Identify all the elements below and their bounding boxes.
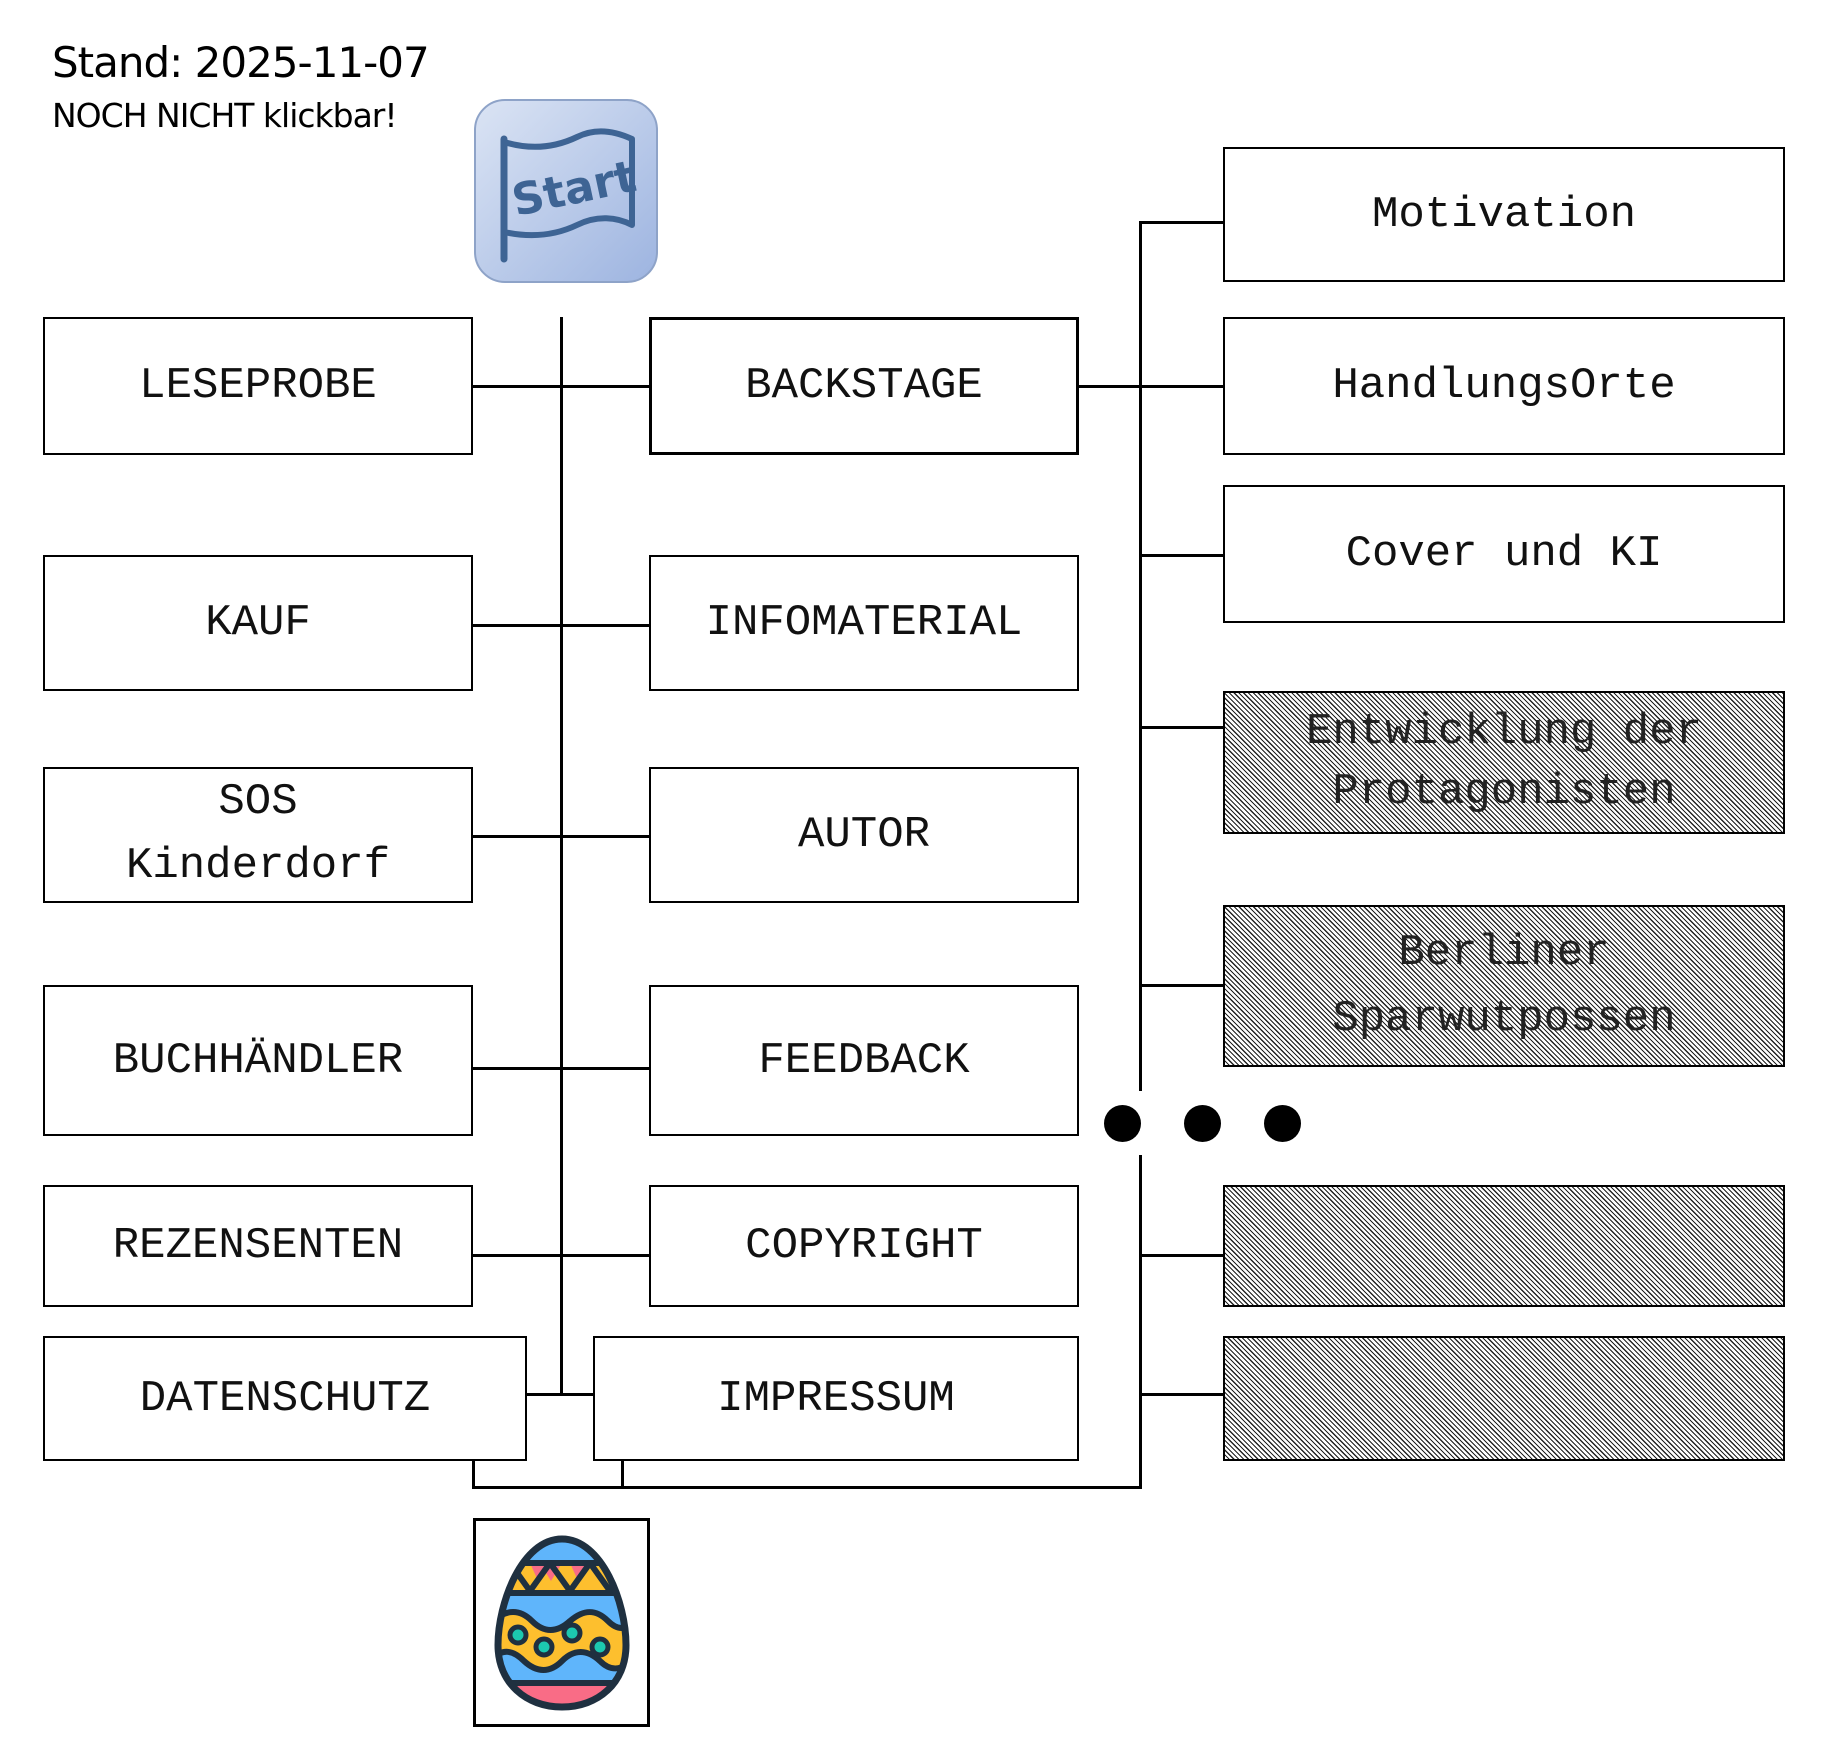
connector-cover bbox=[1139, 554, 1223, 557]
nav-box-placeholder-2 bbox=[1223, 1336, 1785, 1461]
bottom-drop-left bbox=[472, 1461, 475, 1488]
nav-box-berliner-sparwutpossen: Berliner Sparwutpossen bbox=[1223, 905, 1785, 1067]
nav-box-label: INFOMATERIAL bbox=[705, 598, 1023, 648]
nav-box-label: IMPRESSUM bbox=[717, 1373, 955, 1424]
nav-box-label: BUCHHÄNDLER bbox=[112, 1035, 404, 1086]
not-clickable-notice: NOCH NICHT klickbar! bbox=[52, 96, 398, 135]
connector-buchhaendler-feedback bbox=[473, 1067, 649, 1070]
nav-box-label: HandlungsOrte bbox=[1332, 361, 1676, 411]
ellipsis-dot-icon bbox=[1264, 1105, 1301, 1142]
nav-box-label: Motivation bbox=[1371, 189, 1637, 240]
nav-box-label: Berliner Sparwutpossen bbox=[1332, 928, 1676, 1044]
nav-box-label: DATENSCHUTZ bbox=[139, 1373, 431, 1424]
nav-box-label: SOS Kinderdorf bbox=[125, 777, 391, 891]
nav-box-datenschutz[interactable]: DATENSCHUTZ bbox=[43, 1336, 527, 1461]
connector-leseprobe-backstage bbox=[473, 385, 649, 388]
main-bus-line bbox=[560, 317, 563, 1396]
nav-box-label: LESEPROBE bbox=[139, 361, 377, 411]
nav-box-feedback[interactable]: FEEDBACK bbox=[649, 985, 1079, 1136]
connector-empty-1 bbox=[1139, 1254, 1223, 1257]
easter-egg-icon bbox=[493, 1534, 630, 1711]
easter-egg-button[interactable] bbox=[473, 1518, 650, 1727]
backstage-bus-line-upper bbox=[1139, 221, 1142, 1091]
nav-box-placeholder-1 bbox=[1223, 1185, 1785, 1307]
nav-box-label: BACKSTAGE bbox=[745, 361, 983, 411]
nav-box-infomaterial[interactable]: INFOMATERIAL bbox=[649, 555, 1079, 691]
connector-entwicklung bbox=[1139, 726, 1223, 729]
connector-kauf-infomaterial bbox=[473, 624, 649, 627]
nav-box-handlungsorte[interactable]: HandlungsOrte bbox=[1223, 317, 1785, 455]
nav-box-copyright[interactable]: COPYRIGHT bbox=[649, 1185, 1079, 1307]
nav-box-label: KAUF bbox=[205, 598, 311, 648]
connector-berliner bbox=[1139, 984, 1223, 987]
backstage-bus-line-lower bbox=[1139, 1155, 1142, 1488]
connector-datenschutz-impressum bbox=[527, 1393, 593, 1396]
nav-box-motivation[interactable]: Motivation bbox=[1223, 147, 1785, 282]
nav-box-backstage[interactable]: BACKSTAGE bbox=[649, 317, 1079, 455]
connector-empty-2 bbox=[1139, 1393, 1223, 1396]
nav-box-label: Cover und KI bbox=[1345, 529, 1663, 579]
ellipsis-dot-icon bbox=[1184, 1105, 1221, 1142]
nav-box-buchhaendler[interactable]: BUCHHÄNDLER bbox=[43, 985, 473, 1136]
nav-box-label: Entwicklung der Protagonisten bbox=[1305, 707, 1703, 817]
ellipsis-dot-icon bbox=[1104, 1105, 1141, 1142]
nav-box-rezensenten[interactable]: REZENSENTEN bbox=[43, 1185, 473, 1307]
nav-box-label: COPYRIGHT bbox=[745, 1221, 983, 1271]
connector-rezensenten-copyright bbox=[473, 1254, 649, 1257]
connector-backstage-children bbox=[1079, 385, 1223, 388]
nav-box-autor[interactable]: AUTOR bbox=[649, 767, 1079, 903]
nav-box-impressum[interactable]: IMPRESSUM bbox=[593, 1336, 1079, 1461]
nav-box-leseprobe[interactable]: LESEPROBE bbox=[43, 317, 473, 455]
nav-box-cover-und-ki[interactable]: Cover und KI bbox=[1223, 485, 1785, 623]
bottom-loop-line bbox=[472, 1486, 1142, 1489]
bottom-drop-mid bbox=[621, 1461, 624, 1488]
connector-motivation bbox=[1139, 221, 1223, 224]
stand-date-label: Stand: 2025-11-07 bbox=[52, 38, 430, 87]
start-flag-icon: Start bbox=[474, 99, 658, 283]
connector-sos-autor bbox=[473, 835, 649, 838]
start-button[interactable]: Start bbox=[472, 97, 660, 285]
nav-box-kauf[interactable]: KAUF bbox=[43, 555, 473, 691]
nav-box-label: AUTOR bbox=[797, 810, 931, 860]
nav-box-entwicklung-protagonisten: Entwicklung der Protagonisten bbox=[1223, 691, 1785, 834]
nav-box-label: REZENSENTEN bbox=[112, 1221, 404, 1271]
nav-box-label: FEEDBACK bbox=[758, 1035, 970, 1086]
nav-box-sos-kinderdorf[interactable]: SOS Kinderdorf bbox=[43, 767, 473, 903]
